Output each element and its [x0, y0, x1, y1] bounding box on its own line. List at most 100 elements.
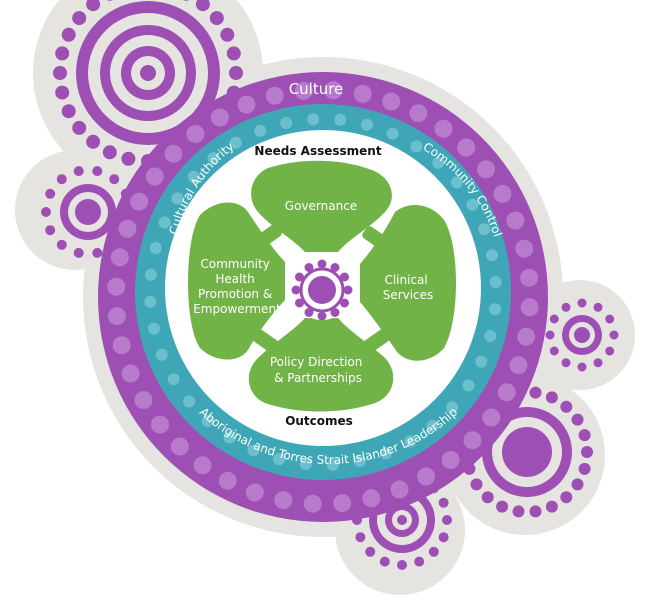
decorative-dot — [561, 358, 571, 368]
decorative-dot — [295, 272, 304, 282]
decorative-dot — [365, 546, 376, 557]
decorative-dot — [294, 81, 313, 100]
decorative-dot — [496, 500, 509, 513]
decorative-dot — [107, 277, 126, 296]
decorative-dot — [462, 379, 475, 392]
decorative-dot — [237, 95, 256, 114]
decorative-dot — [247, 444, 260, 457]
decorative-dot — [450, 176, 463, 189]
decorative-dot — [478, 223, 491, 236]
decorative-dot — [353, 455, 366, 467]
decorative-dot — [593, 302, 603, 312]
decorative-dot — [482, 408, 501, 427]
dot-circle-left — [41, 166, 135, 258]
decorative-dot — [441, 451, 460, 469]
decorative-dot — [109, 174, 120, 185]
decorative-dot — [53, 66, 67, 80]
decorative-dot — [151, 415, 169, 434]
decorative-dot — [55, 46, 70, 61]
decorative-dot — [438, 497, 449, 508]
decorative-dot — [489, 276, 502, 289]
decorative-dot — [304, 263, 314, 272]
decorative-dot — [229, 66, 243, 80]
decorative-dot — [432, 156, 445, 169]
decorative-dot — [605, 346, 615, 356]
decorative-dot — [428, 546, 439, 557]
decorative-dot — [61, 27, 76, 42]
decorative-dot — [171, 192, 184, 205]
decorative-dot — [509, 356, 528, 375]
decorative-dot — [545, 330, 555, 340]
decorative-dot — [229, 136, 242, 149]
decorative-dot — [386, 127, 399, 140]
decorative-dot — [72, 11, 87, 26]
decorative-dot — [577, 298, 587, 308]
decorative-dot — [144, 295, 157, 308]
decorative-dot — [343, 285, 353, 295]
decorative-dot — [254, 124, 267, 137]
decorative-dot — [209, 11, 224, 26]
decorative-dot — [112, 336, 131, 355]
decorative-dot — [118, 219, 137, 238]
decorative-dot — [520, 298, 539, 317]
decorative-dot — [560, 400, 573, 413]
decorative-dot — [223, 431, 236, 444]
decorative-dot — [121, 364, 140, 383]
decorative-dot — [529, 386, 542, 399]
petal-bottom — [248, 318, 394, 412]
dot-circle-right — [545, 298, 619, 372]
decorative-dot — [382, 92, 401, 111]
decorative-dot — [106, 0, 113, 1]
decorative-dot — [446, 401, 459, 414]
decorative-dot — [484, 330, 497, 342]
decorative-dot — [470, 478, 483, 491]
decorative-dot — [102, 145, 117, 160]
decorative-dot — [340, 272, 349, 282]
decorative-dot — [414, 556, 425, 567]
decorative-dot — [426, 419, 439, 432]
decorative-dot — [417, 467, 436, 486]
petal-label-community-health: Community Health Promotion & Empowerment — [193, 257, 281, 316]
decorative-dot — [144, 268, 157, 281]
decorative-dot — [304, 308, 314, 317]
decorative-dot — [167, 373, 180, 386]
decorative-dot — [438, 532, 449, 543]
teal-ring-dots — [144, 113, 502, 471]
decorative-dot — [390, 480, 409, 499]
decorative-dot — [330, 308, 340, 317]
decorative-dot — [291, 285, 301, 295]
decorative-dot — [520, 268, 539, 287]
decorative-dot — [379, 556, 390, 567]
decorative-dot — [609, 330, 619, 340]
decorative-dot — [333, 494, 352, 513]
decorative-dot — [361, 118, 373, 131]
decorative-dot — [86, 0, 101, 12]
decorative-dot — [107, 307, 126, 326]
decorative-dot — [317, 259, 327, 269]
decorative-dot — [506, 211, 525, 230]
decorative-dot — [442, 515, 452, 525]
decorative-dot — [571, 413, 584, 426]
decorative-dot — [73, 247, 84, 258]
decorative-dot — [317, 311, 327, 321]
decorative-dot — [155, 348, 168, 361]
outcomes-label: Outcomes — [285, 414, 353, 428]
decorative-dot — [493, 184, 512, 203]
decorative-dot — [404, 435, 417, 448]
decorative-dot — [481, 491, 494, 504]
decorative-dot — [497, 383, 516, 402]
decorative-dot — [515, 239, 534, 258]
petal-top — [251, 160, 392, 252]
decorative-dot — [55, 85, 70, 100]
decorative-dot — [303, 494, 322, 513]
decorative-dot — [466, 198, 479, 211]
decorative-dot — [92, 247, 103, 258]
decorative-dot — [549, 314, 559, 324]
petal-label-policy-direction: Policy Direction & Partnerships — [270, 355, 366, 385]
decorative-dot — [295, 298, 304, 308]
decorative-dot — [355, 532, 366, 543]
decorative-dot — [578, 429, 591, 442]
decorative-dot — [561, 302, 571, 312]
decorative-dot — [187, 170, 200, 183]
